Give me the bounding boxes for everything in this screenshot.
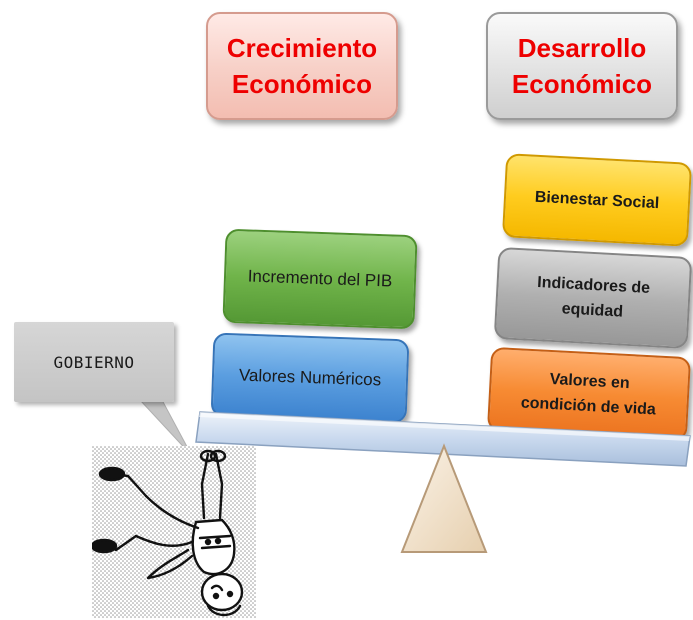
indicadores-equidad-label: Indicadores de equidad [535, 270, 651, 326]
desarrollo-economico-box: Desarrollo Económico [486, 12, 678, 120]
desarrollo-title-line-1: Desarrollo [517, 33, 647, 63]
callout-pointer [140, 400, 193, 457]
incremento-pib-label: Incremento del PIB [247, 266, 393, 291]
bienestar-social-label: Bienestar Social [534, 188, 660, 212]
indicadores-equidad-card: Indicadores de equidad [493, 246, 693, 350]
crecimiento-economico-box: Crecimiento Económico [206, 12, 398, 120]
man-pushing-seesaw-icon [92, 446, 256, 618]
gobierno-label: GOBIERNO [53, 352, 135, 372]
crecimiento-title-line-1: Crecimiento [226, 33, 378, 63]
desarrollo-title-line-2: Económico [511, 69, 653, 99]
valores-numericos-label: Valores Numéricos [238, 365, 382, 390]
gobierno-callout: GOBIERNO [14, 322, 174, 402]
seesaw-beam [195, 411, 691, 467]
crecimiento-economico-title: Crecimiento Económico [227, 30, 377, 102]
desarrollo-economico-title: Desarrollo Económico [512, 30, 652, 102]
fulcrum-triangle [400, 443, 488, 553]
crecimiento-title-line-2: Económico [231, 69, 373, 99]
bienestar-social-card: Bienestar Social [501, 153, 693, 247]
incremento-pib-card: Incremento del PIB [222, 228, 418, 330]
